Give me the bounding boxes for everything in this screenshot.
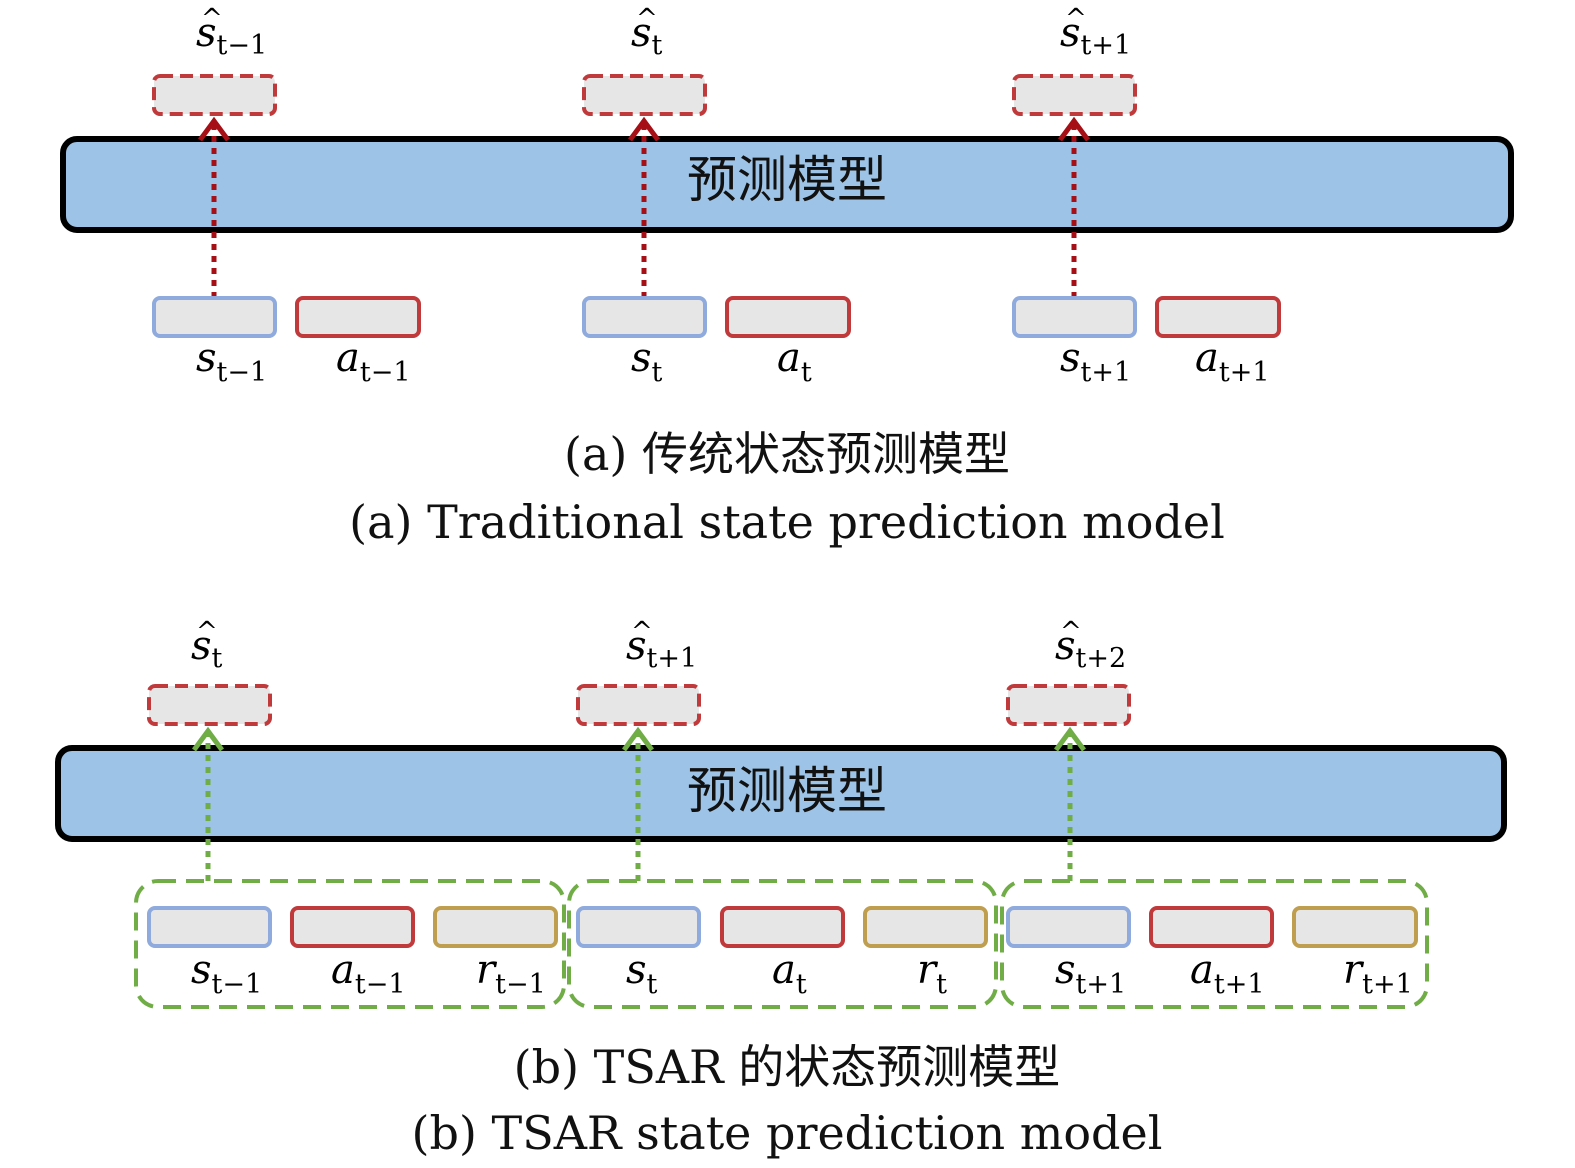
action-label: at+1	[1190, 947, 1265, 1000]
predicted-state-label: st	[631, 10, 663, 61]
arrow-head	[197, 116, 231, 142]
state-label: st+1	[1055, 947, 1126, 1000]
arrow-head	[1057, 116, 1091, 142]
arrow-head	[191, 726, 225, 752]
state-label: st−1	[191, 947, 262, 1000]
state-box	[152, 296, 277, 338]
reward-box	[1292, 906, 1418, 948]
predicted-state-box	[1006, 684, 1131, 726]
hat-accent: ^	[636, 4, 658, 34]
action-box	[290, 906, 415, 948]
panel-b-step-3: st+2 ^ st+1 at+1 rt+1	[1000, 617, 1429, 1009]
panel-a-model-bar	[60, 136, 1514, 233]
reward-label: rt	[917, 947, 947, 1000]
action-box	[720, 906, 845, 948]
predicted-state-label: st+1	[1060, 10, 1131, 61]
panel-b: 预测模型 st ^ st−1 at−1	[55, 617, 1507, 1160]
action-label: at−1	[336, 335, 411, 388]
panel-a: 预测模型 st−1 ^ st−1 at−1	[60, 4, 1514, 549]
predicted-state-box	[1012, 74, 1137, 116]
action-box	[1149, 906, 1274, 948]
reward-box	[863, 906, 988, 948]
arrow-head	[627, 116, 661, 142]
panel-b-caption-en: (b) TSAR state prediction model	[412, 1106, 1163, 1160]
panel-b-model-bar	[55, 745, 1507, 842]
predicted-state-label: st+2	[1055, 623, 1126, 674]
panel-a-caption-cn: (a) 传统状态预测模型	[564, 427, 1010, 481]
hat-accent: ^	[201, 4, 223, 34]
input-group-box	[1000, 879, 1429, 1009]
state-label: st	[626, 947, 658, 1000]
reward-label: rt−1	[476, 947, 546, 1000]
action-box	[295, 296, 421, 338]
state-label: st+1	[1060, 335, 1131, 388]
action-label: at	[777, 335, 812, 388]
state-label: st	[631, 335, 663, 388]
arrow-head	[621, 726, 655, 752]
hat-accent: ^	[196, 617, 218, 647]
panel-b-step-2: st+1 ^ st at rt	[567, 617, 998, 1009]
state-box	[576, 906, 701, 948]
panel-a-step-3: st+1 ^ st+1 at+1	[1012, 4, 1281, 388]
action-box	[1155, 296, 1281, 338]
hat-accent: ^	[1065, 4, 1087, 34]
arrow-head	[1053, 726, 1087, 752]
panel-b-caption-cn: (b) TSAR 的状态预测模型	[514, 1040, 1061, 1094]
reward-label: rt+1	[1343, 947, 1413, 1000]
action-label: at	[772, 947, 807, 1000]
panel-b-model-label: 预测模型	[687, 762, 887, 820]
predicted-state-box	[147, 684, 272, 726]
predicted-state-box	[582, 74, 707, 116]
action-label: at−1	[331, 947, 406, 1000]
state-label: st−1	[196, 335, 267, 388]
hat-accent: ^	[1060, 617, 1082, 647]
state-box	[147, 906, 272, 948]
state-box	[1012, 296, 1137, 338]
panel-a-caption-en: (a) Traditional state prediction model	[349, 495, 1225, 549]
panel-b-step-1: st ^ st−1 at−1 rt−1	[134, 617, 566, 1009]
panel-a-step-1: st−1 ^ st−1 at−1	[152, 4, 421, 388]
predicted-state-label: st−1	[196, 10, 267, 61]
predicted-state-box	[576, 684, 701, 726]
state-box	[582, 296, 707, 338]
panel-a-step-2: st ^ st at	[582, 4, 851, 388]
input-group-box	[567, 879, 998, 1009]
predicted-state-box	[152, 74, 277, 116]
action-label: at+1	[1195, 335, 1270, 388]
reward-box	[433, 906, 558, 948]
input-group-box	[134, 879, 566, 1009]
panel-a-model-label: 预测模型	[687, 151, 887, 209]
predicted-state-label: st	[191, 623, 223, 674]
predicted-state-label: st+1	[626, 623, 697, 674]
hat-accent: ^	[631, 617, 653, 647]
action-box	[725, 296, 851, 338]
state-box	[1006, 906, 1131, 948]
